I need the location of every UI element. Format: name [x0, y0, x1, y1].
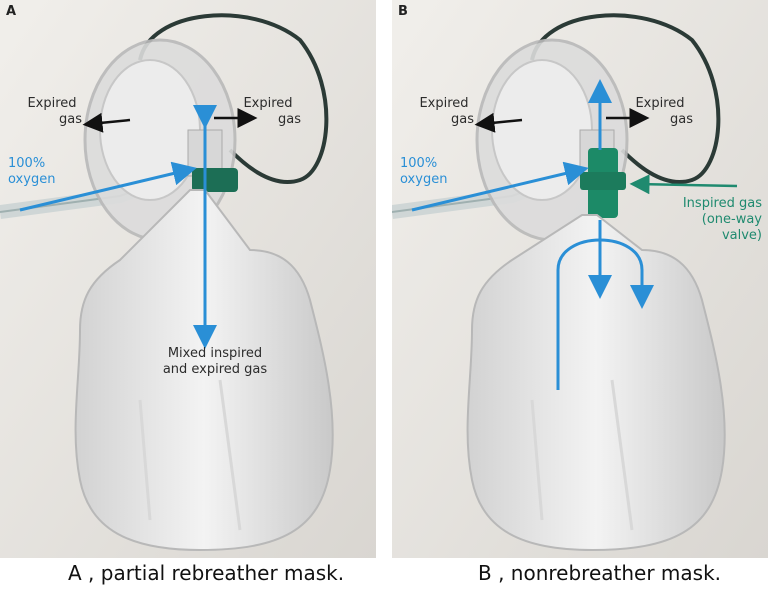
- expired-gas-label-right: Expired gas: [243, 96, 301, 127]
- panel-letter: B: [398, 4, 408, 19]
- panel-partial-rebreather: A Expired gas Expired gas 100% oxygen Mi…: [0, 0, 376, 558]
- panel-letter: A: [6, 4, 17, 19]
- oxygen-label: 100% oxygen: [8, 156, 56, 187]
- panel-nonrebreather: B Expired gas Expired gas 100% oxygen In…: [392, 0, 768, 558]
- expired-gas-label-right: Expired gas: [635, 96, 693, 127]
- mixed-gas-label: Mixed inspired and expired gas: [162, 346, 268, 377]
- caption-nonrebreather: B , nonrebreather mask.: [478, 561, 722, 585]
- nonrebreather-photo: [392, 0, 768, 558]
- inspired-gas-label: Inspired gas (one-way valve): [682, 196, 762, 243]
- expired-gas-label-left: Expired gas: [27, 96, 82, 127]
- oxygen-label: 100% oxygen: [400, 156, 448, 187]
- partial-rebreather-photo: [0, 0, 376, 558]
- caption-partial-rebreather: A , partial rebreather mask.: [68, 561, 345, 585]
- expired-gas-label-left: Expired gas: [419, 96, 474, 127]
